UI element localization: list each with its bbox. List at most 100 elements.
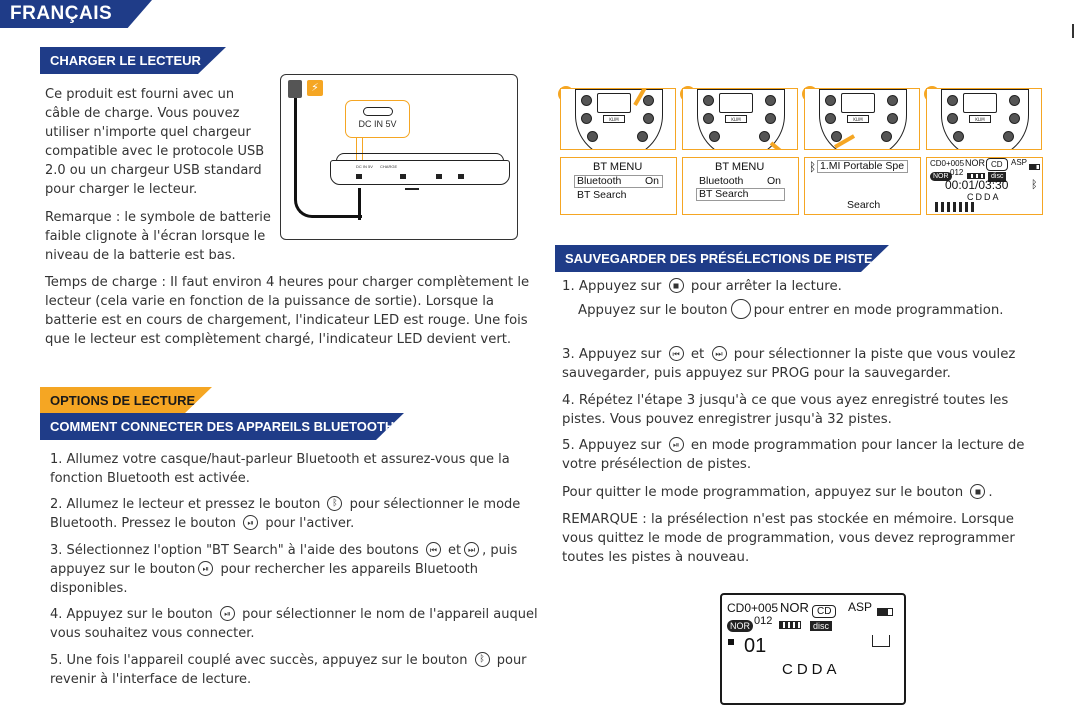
playback-screen: CD0+005 NOR CD ASP NOR 012 disc 00:01/03…	[926, 157, 1043, 215]
screen-pill: NOR	[930, 169, 952, 181]
bt-menu-screen: BT MENU Bluetooth On BT Search	[560, 157, 677, 215]
klim-logo: KLIM	[847, 115, 869, 123]
level-bars	[779, 616, 801, 634]
stop-button-icon	[668, 278, 684, 293]
screen-row-label: BT Search	[699, 188, 749, 200]
screen-disc: disc	[988, 169, 1007, 182]
screen-row-value: On	[767, 175, 782, 187]
bt-step-2-text: 2. Allumez le lecteur et pressez le bout…	[50, 497, 321, 512]
level-bars-shape	[967, 173, 985, 180]
preset-note-line: vous quittez le mode de programmation, v…	[562, 531, 1015, 546]
preset-step-3: 3. Appuyez sur et pour sélectionner la p…	[562, 345, 1015, 383]
side-port-icon	[356, 174, 362, 179]
screen-pill-label: NOR	[930, 172, 952, 181]
lcd-pill: NOR	[727, 616, 753, 634]
screen-title: BT MENU	[593, 161, 643, 173]
charge-heading: CHARGER LE LECTEUR	[40, 47, 226, 74]
bt-step-4-text: pour sélectionner le nom de l'appareil a…	[242, 607, 538, 622]
side-port-icon	[436, 174, 442, 179]
preset-text: votre présélection de pistes.	[562, 457, 752, 472]
charging-cable	[294, 98, 362, 218]
battery-icon	[1029, 161, 1040, 173]
bt-step-1-line: 1. Allumez votre casque/haut-parleur Blu…	[50, 452, 510, 467]
player-illustration: KLIM	[682, 88, 798, 150]
klim-logo: KLIM	[969, 115, 991, 123]
charge-intro-line: utiliser n'importe quel chargeur	[45, 125, 251, 140]
play-pause-button-icon	[668, 437, 684, 452]
bt-step-3-text: disponibles.	[50, 581, 128, 596]
bt-step-5-text: revenir à l'interface de lecture.	[50, 672, 252, 687]
play-pause-button-icon	[219, 606, 235, 621]
charge-intro-line: câble de charge. Vous pouvez	[45, 106, 240, 121]
bt-step-3-text: pour rechercher les appareils Bluetooth	[220, 562, 478, 577]
preset-text: Appuyez sur le bouton	[578, 303, 728, 318]
callout-line	[356, 138, 357, 162]
preset-text: .	[988, 485, 993, 500]
page-edge-mark	[1072, 24, 1074, 38]
player-button	[825, 113, 836, 124]
preset-text: sauvegarder, puis appuyez sur PROG pour …	[562, 366, 951, 381]
preset-text: 3. Appuyez sur	[562, 347, 662, 362]
pointer-arrow	[769, 141, 790, 149]
language-title: FRANÇAIS	[10, 3, 113, 24]
charge-intro-line: compatible avec le protocole USB	[45, 144, 265, 159]
screen-media: CD	[986, 158, 1008, 171]
player-button	[759, 131, 770, 142]
screen-row-label: Bluetooth	[577, 175, 622, 187]
program-indicator	[728, 639, 734, 645]
charge-time: Temps de charge : Il faut environ 4 heur…	[45, 273, 529, 349]
bt-step-3-text: , puis	[482, 543, 518, 558]
player-screen	[841, 93, 875, 113]
preset-text: en mode programmation pour lancer la lec…	[690, 438, 1025, 453]
screen-row-selected	[574, 175, 663, 188]
screen-title: BT MENU	[715, 161, 765, 173]
bt-step-5-text: pour	[496, 653, 527, 668]
screen-row-label: Bluetooth	[699, 175, 744, 187]
screen-time: 00:01/03:30	[945, 178, 1009, 192]
bt-step-1-line: fonction Bluetooth est activée.	[50, 471, 250, 486]
bt-step-4-text: 4. Appuyez sur le bouton	[50, 607, 213, 622]
bt-menu-screen: BT MENU Bluetooth On BT Search	[682, 157, 799, 215]
bt-step-3-text: 3. Sélectionnez l'option "BT Search" à l…	[50, 543, 419, 558]
dc-port-callout: DC IN 5V	[345, 100, 410, 138]
screen-row-selected	[817, 160, 908, 173]
player-button	[765, 113, 776, 124]
usb-plug-icon	[288, 80, 302, 98]
bt-step-2: 2. Allumez le lecteur et pressez le bout…	[50, 495, 520, 533]
cable-connector	[358, 188, 361, 220]
charge-note-line: faible clignote à l'écran lorsque le	[45, 229, 266, 244]
charge-time-line: batterie est en cours de chargement, l'i…	[45, 313, 528, 328]
device-charge-label: CHARGE	[380, 164, 398, 169]
lcd-code: CD0+005	[727, 601, 779, 615]
player-button	[947, 95, 958, 106]
screen-mode: NOR	[965, 158, 985, 168]
player-illustration: KLIM	[560, 88, 676, 150]
dc-port-label: DC IN 5V	[358, 119, 397, 129]
bt-step-3-text: et	[448, 543, 462, 558]
player-button	[703, 95, 714, 106]
charge-intro-line: pour charger le lecteur.	[45, 182, 198, 197]
bluetooth-icon: ᛒ	[809, 160, 817, 174]
player-button	[581, 95, 592, 106]
battery-icon	[877, 603, 893, 621]
player-side-view	[330, 160, 510, 185]
player-button	[581, 113, 592, 124]
player-button	[643, 95, 654, 106]
device-port-label: DC IN 5V	[356, 164, 373, 169]
preset-text: et	[690, 347, 705, 362]
screen-code: CD0+005	[930, 159, 965, 168]
charge-intro-line: 2.0 ou un chargeur USB standard	[45, 163, 262, 178]
level-bars-shape	[779, 620, 801, 629]
screen-row-label: BT Search	[577, 189, 627, 201]
bt-step-3-text: appuyez sur le bouton	[50, 562, 196, 577]
battery-icon-shape	[877, 607, 893, 616]
bluetooth-heading: COMMENT CONNECTER DES APPAREILS BLUETOOT…	[40, 413, 404, 440]
player-button	[703, 113, 714, 124]
player-button	[953, 131, 964, 142]
charge-note-line: niveau de la batterie est bas.	[45, 248, 236, 263]
player-screen	[597, 93, 631, 113]
presets-heading: SAUVEGARDER DES PRÉSÉLECTIONS DE PISTE	[555, 245, 889, 272]
lcd-track-number: 01	[744, 635, 767, 657]
usb-c-port-icon	[363, 107, 393, 116]
lcd-disc-label: disc	[810, 621, 833, 631]
